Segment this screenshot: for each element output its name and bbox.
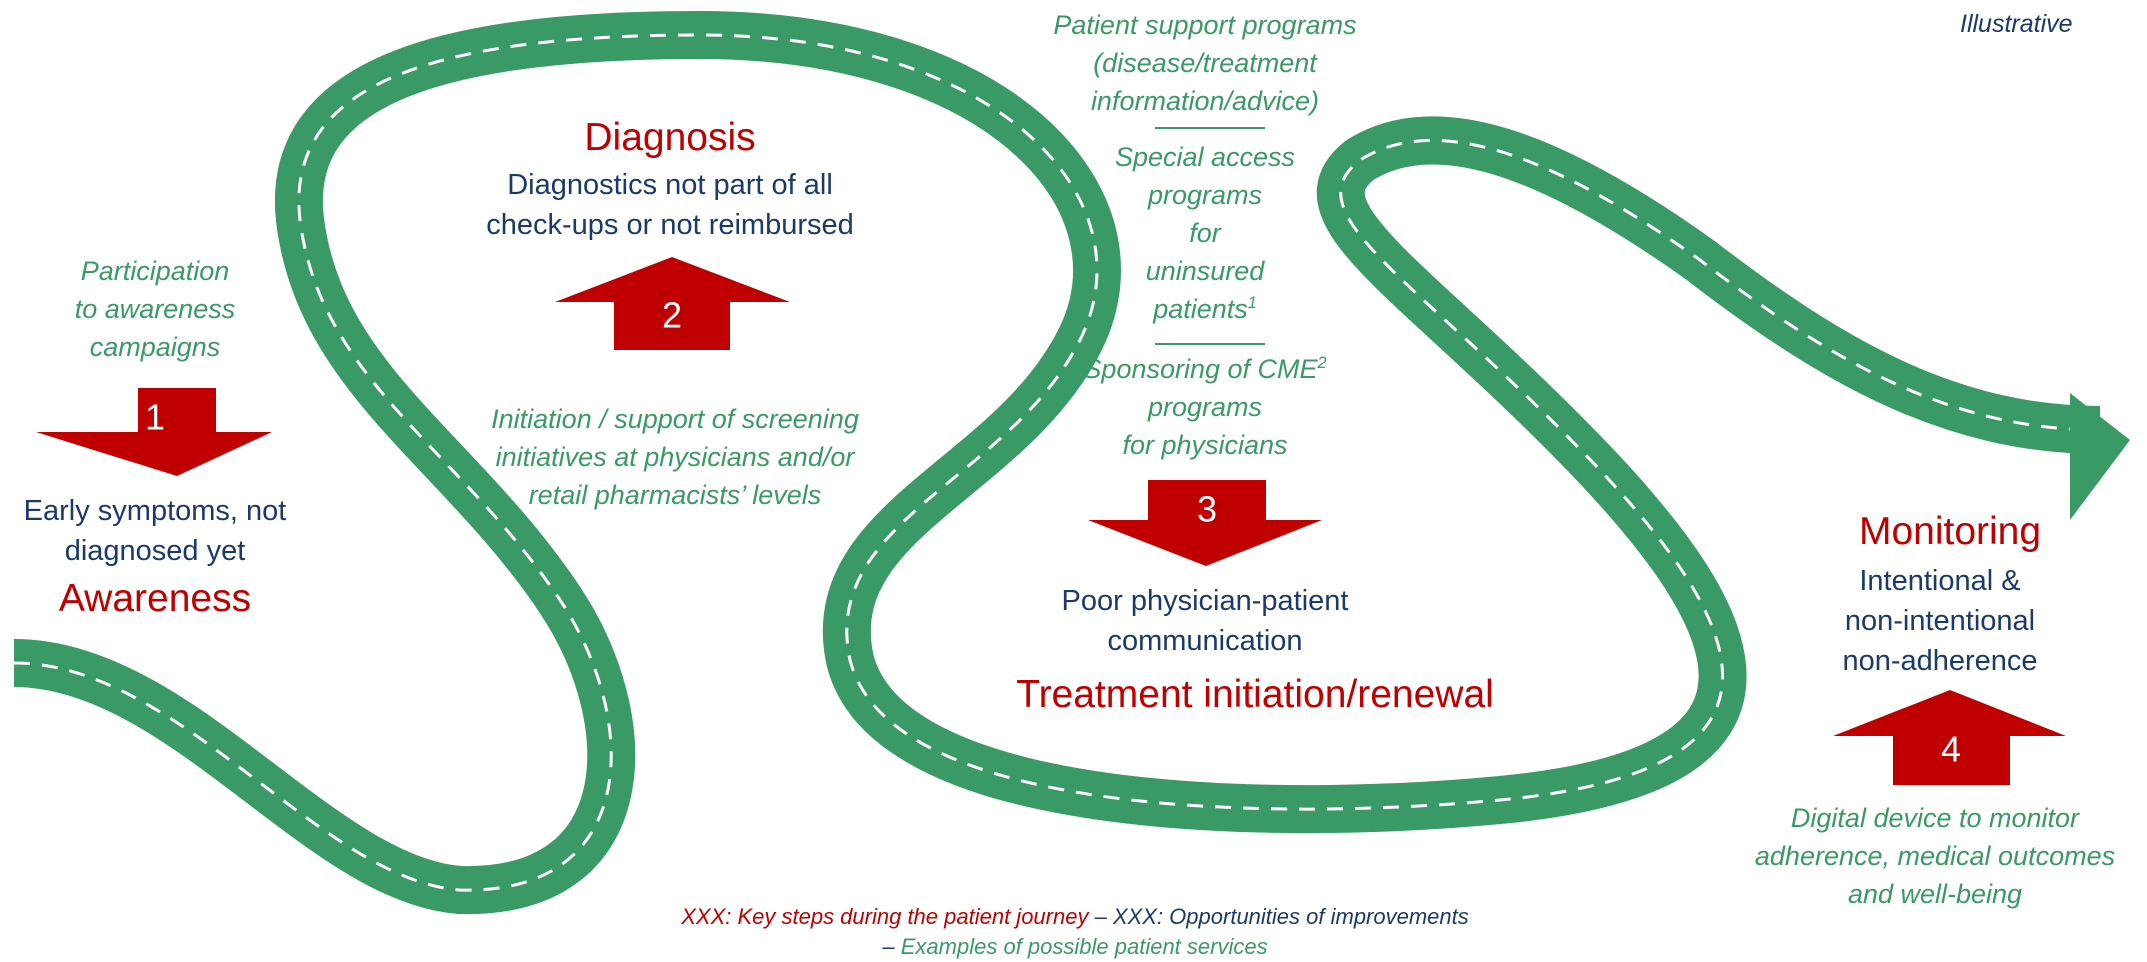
- step-3-service-line: programs: [1147, 392, 1263, 422]
- step-3-service-line: programs: [1147, 180, 1263, 210]
- step-4-service-line: and well-being: [1847, 879, 2023, 909]
- step-2-arrow: 2: [555, 257, 790, 350]
- step-3-service-line: (disease/treatment: [1093, 48, 1317, 78]
- legend-separator: –: [882, 934, 901, 959]
- step-3-service-line: for physicians: [1122, 430, 1288, 460]
- step-4-title: Monitoring: [1858, 510, 2042, 553]
- step-1-service-line: campaigns: [89, 332, 221, 362]
- legend-separator: –: [1088, 904, 1113, 929]
- step-3-service-group-3: Sponsoring of CME2 programs for physicia…: [1010, 350, 1400, 464]
- step-3-arrow: 3: [1088, 480, 1322, 566]
- step-4-services: Digital device to monitor adherence, med…: [1735, 799, 2135, 913]
- illustrative-label: Illustrative: [1960, 10, 2073, 38]
- step-1-service-line: to awareness: [74, 294, 236, 324]
- legend-services: Examples of possible patient services: [900, 934, 1268, 959]
- step-2-service-line: Initiation / support of screening: [491, 404, 859, 434]
- road-center-line: [13, 33, 2101, 892]
- step-3-title: Treatment initiation/renewal: [1016, 673, 1494, 716]
- step-4-number: 4: [1941, 729, 1961, 770]
- step-4-service-line: adherence, medical outcomes: [1754, 841, 2116, 871]
- step-2-title: Diagnosis: [584, 116, 756, 159]
- step-2-issue-line: Diagnostics not part of all: [507, 169, 833, 201]
- road-arrowhead: [2070, 393, 2130, 520]
- step-4-service-line: Digital device to monitor: [1790, 803, 2080, 833]
- step-2-service-line: initiatives at physicians and/or: [495, 442, 855, 472]
- service-divider: [1155, 127, 1265, 129]
- step-2-number: 2: [662, 295, 682, 336]
- step-1-title: Awareness: [58, 577, 252, 620]
- step-2-issue: Diagnostics not part of all check-ups or…: [440, 165, 900, 245]
- legend-line-1: XXX: Key steps during the patient journe…: [560, 902, 1590, 932]
- step-3-service-group-1: Patient support programs (disease/treatm…: [1010, 6, 1400, 120]
- legend-line-2: – Examples of possible patient services: [560, 932, 1590, 962]
- step-3-issue: Poor physician-patient communication: [1000, 581, 1410, 661]
- legend-improvements: XXX: Opportunities of improvements: [1112, 904, 1469, 929]
- step-2-services: Initiation / support of screening initia…: [450, 400, 900, 514]
- step-1-issue-line: diagnosed yet: [64, 535, 246, 567]
- step-1-number: 1: [145, 397, 165, 438]
- step-4-issue-line: Intentional &: [1859, 565, 2021, 597]
- step-4-arrow: 4: [1833, 690, 2066, 785]
- legend-key-steps: XXX: Key steps during the patient journe…: [681, 904, 1089, 929]
- step-4-issue-line: non-intentional: [1844, 605, 2036, 637]
- step-3-service-text: patients: [1153, 294, 1248, 324]
- step-3-service-line: patients1: [1010, 290, 1400, 328]
- step-3-issue-line: Poor physician-patient: [1061, 585, 1349, 617]
- service-divider: [1155, 343, 1265, 345]
- step-3-service-line: information/advice): [1090, 86, 1320, 116]
- step-4-issue: Intentional & non-intentional non-adhere…: [1790, 561, 2090, 681]
- step-3-service-line: Sponsoring of CME2: [1010, 350, 1400, 388]
- step-1-services: Participation to awareness campaigns: [35, 252, 275, 366]
- footnote-mark-1: 1: [1247, 294, 1257, 312]
- step-2-issue-line: check-ups or not reimbursed: [486, 209, 854, 241]
- step-1-service-line: Participation: [80, 256, 230, 286]
- step-4-issue-line: non-adherence: [1842, 645, 2038, 677]
- step-3-service-text: Sponsoring of CME: [1083, 354, 1318, 384]
- step-1-issue-line: Early symptoms, not: [23, 495, 287, 527]
- step-3-service-group-2: Special access programs for uninsured pa…: [1010, 138, 1400, 328]
- step-3-number: 3: [1197, 489, 1217, 530]
- step-2-service-line: retail pharmacists’ levels: [528, 480, 822, 510]
- step-1-arrow: 1: [36, 388, 272, 476]
- step-3-service-line: Patient support programs: [1053, 10, 1357, 40]
- step-1-issue: Early symptoms, not diagnosed yet: [0, 491, 310, 571]
- footnote-mark-2: 2: [1317, 354, 1327, 372]
- step-3-service-line: uninsured: [1145, 256, 1265, 286]
- step-3-issue-line: communication: [1107, 625, 1303, 657]
- step-3-service-line: Special access: [1114, 142, 1296, 172]
- step-3-service-line: for: [1189, 218, 1221, 248]
- legend: XXX: Key steps during the patient journe…: [560, 902, 1590, 962]
